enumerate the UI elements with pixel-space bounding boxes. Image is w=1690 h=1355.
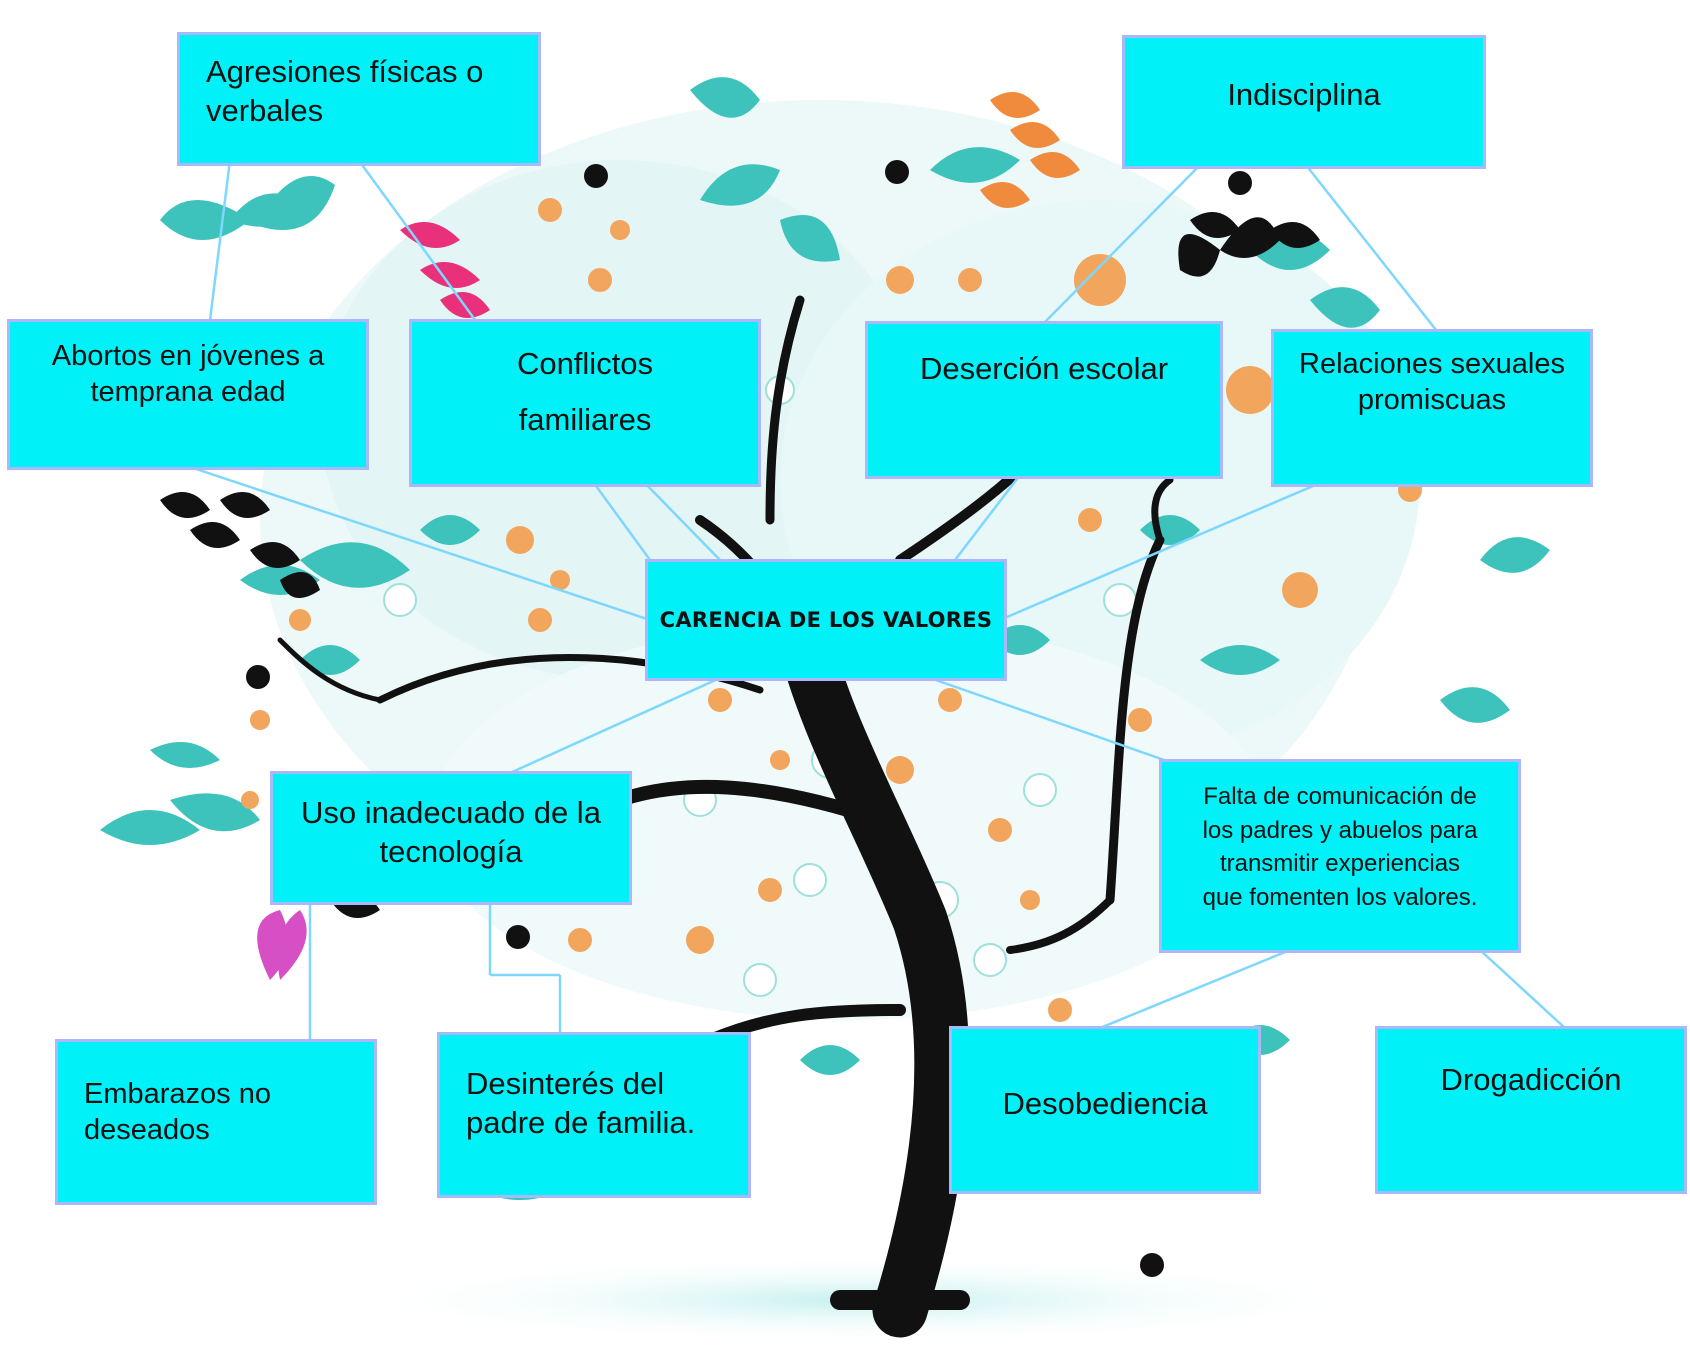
node-comunicacion-line2: los padres y abuelos para: [1202, 816, 1478, 844]
butterfly-pink: [257, 910, 307, 980]
root-label: CARENCIA DE LOS VALORES: [659, 607, 993, 632]
node-drogadiccion: Drogadicción: [1378, 1029, 1684, 1191]
node-abortos: Abortos en jóvenes a temprana edad: [10, 322, 366, 467]
node-embarazos-line1: Embarazos no: [84, 1078, 271, 1110]
node-indisciplina-line1: Indisciplina: [1227, 77, 1381, 112]
node-comunicacion-line4: que fomenten los valores.: [1202, 883, 1478, 911]
node-conflictos: Conflictos familiares: [412, 322, 758, 484]
node-embarazos-line2: deseados: [84, 1114, 210, 1147]
node-tecnologia-line1: Uso inadecuado de la: [301, 795, 601, 830]
node-relaciones-line2: promiscuas: [1357, 384, 1507, 417]
node-comunicacion-line1: Falta de comunicación de: [1203, 783, 1477, 810]
node-root: CARENCIA DE LOS VALORES: [648, 562, 1004, 678]
dark-leaves: [160, 212, 1320, 918]
node-abortos-line1: Abortos en jóvenes a: [51, 340, 325, 372]
node-desinteres: Desinterés del padre de familia.: [440, 1035, 748, 1195]
butterfly-black: [1178, 217, 1280, 277]
node-agresiones-line2: verbales: [206, 92, 324, 128]
node-agresiones-line1: Agresiones físicas o: [206, 54, 484, 89]
node-desinteres-line2: padre de familia.: [466, 1104, 696, 1140]
node-desercion: Deserción escolar: [868, 324, 1220, 476]
node-indisciplina: Indisciplina: [1125, 38, 1483, 166]
star-flowers: [246, 160, 1252, 1277]
node-desobediencia-line1: Desobediencia: [1002, 1086, 1208, 1121]
node-desinteres-line1: Desinterés del: [466, 1066, 665, 1101]
node-tecnologia-line2: tecnología: [379, 833, 523, 869]
node-agresiones: Agresiones físicas o verbales: [180, 35, 538, 163]
node-conflictos-line1: Conflictos: [516, 346, 654, 381]
node-comunicacion: Falta de comunicación de los padres y ab…: [1162, 762, 1518, 950]
node-relaciones: Relaciones sexuales promiscuas: [1274, 332, 1590, 484]
node-relaciones-line1: Relaciones sexuales: [1299, 348, 1565, 380]
node-conflictos-line2: familiares: [518, 401, 652, 437]
node-drogadiccion-line1: Drogadicción: [1440, 1062, 1622, 1097]
node-desobediencia: Desobediencia: [952, 1029, 1258, 1191]
node-desercion-line1: Deserción escolar: [919, 351, 1169, 386]
node-tecnologia: Uso inadecuado de la tecnología: [273, 774, 629, 902]
node-comunicacion-line3: transmitir experiencias: [1219, 850, 1461, 878]
pink-leaves: [400, 222, 490, 318]
node-embarazos: Embarazos no deseados: [58, 1042, 374, 1202]
node-abortos-line2: temprana edad: [90, 376, 286, 409]
butterfly-teal: [160, 176, 335, 240]
orange-leaves: [980, 92, 1080, 208]
